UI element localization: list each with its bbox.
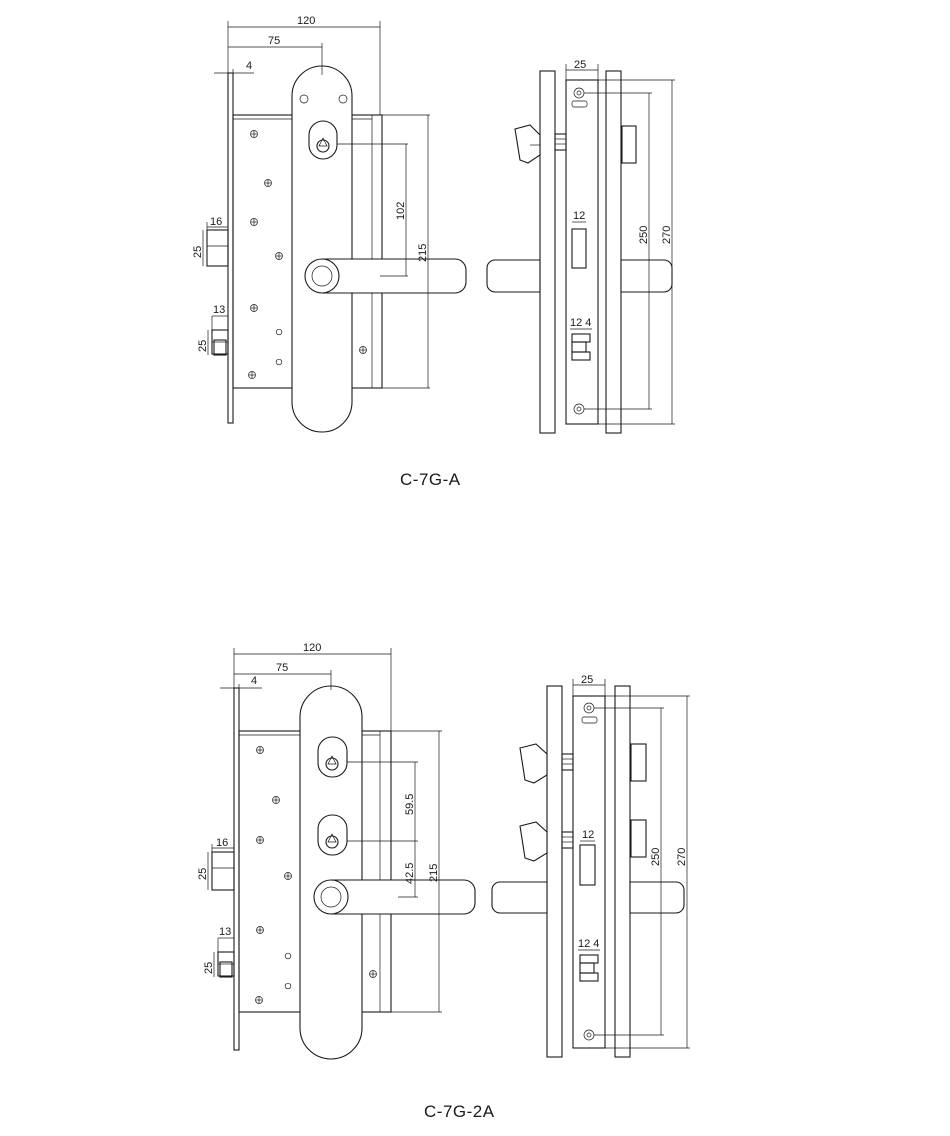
dim-body-height: 215	[428, 864, 440, 882]
inner-plate	[605, 70, 622, 434]
key-cylinder-bottom	[317, 814, 348, 856]
lever-handle	[313, 879, 476, 915]
dim-bolt-width: 13	[219, 926, 231, 938]
dim-width-total: 120	[297, 15, 315, 27]
front-dimensions: 120 75 4 16 25 13 25	[197, 642, 442, 1013]
latch-bolt	[211, 851, 235, 891]
dim-screw-c2c: 250	[650, 848, 662, 866]
dim-plate-height: 270	[661, 226, 673, 244]
latch-bolt	[206, 229, 229, 267]
bolt-side	[579, 954, 599, 982]
dim-latch-height: 25	[192, 246, 204, 258]
dim-side-latch: 12	[573, 210, 585, 222]
front-dimensions: 120 75 4 16 25 13 25 1	[192, 15, 430, 389]
dim-side-depth: 25	[574, 59, 586, 71]
outer-plate	[546, 685, 563, 1058]
escutcheon-plate	[299, 685, 363, 1060]
inner-plate	[614, 685, 631, 1058]
dim-backset: 75	[276, 662, 288, 674]
bolt-side	[571, 333, 591, 361]
dead-bolt	[217, 951, 235, 978]
thumb-turn-bottom	[519, 821, 548, 862]
dim-bolt-height: 25	[197, 340, 209, 352]
dim-faceplate: 4	[251, 675, 257, 687]
outer-plate	[539, 70, 556, 434]
faceplate	[227, 72, 234, 424]
lock-body-side	[565, 79, 599, 425]
thumb-turn-top	[519, 743, 548, 784]
dim-width-total: 120	[303, 642, 321, 654]
dim-plate-height: 270	[676, 848, 688, 866]
dim-screw-c2c: 250	[638, 226, 650, 244]
body-screws	[255, 746, 377, 1004]
dim-latch-height: 25	[197, 868, 209, 880]
dim-side-depth: 25	[581, 674, 593, 686]
lever-side-right	[629, 881, 685, 914]
lever-side-left	[491, 881, 548, 914]
dim-bolt-height: 25	[203, 962, 215, 974]
side-view: 25 12 12 4 250 270	[491, 674, 690, 1058]
dim-c2c-bottom: 42.5	[404, 863, 416, 884]
thumb-turn	[514, 124, 541, 164]
drawing-c-7g-2a: 120 75 4 16 25 13 25	[197, 642, 690, 1060]
dim-side-bolt: 12 4	[570, 317, 591, 329]
dim-side-bolt: 12 4	[578, 938, 599, 950]
lever-side-right	[620, 259, 673, 293]
lock-body-side	[572, 695, 606, 1049]
dim-body-height: 215	[417, 244, 429, 262]
caption-c-7g-2a: C-7G-2A	[424, 1102, 495, 1121]
drawing-c-7g-a: 120 75 4 16 25 13 25 1	[192, 15, 675, 434]
dim-latch-width: 16	[216, 837, 228, 849]
escutcheon-plate	[291, 65, 353, 433]
caption-c-7g-a: C-7G-A	[400, 470, 461, 489]
lever-side-left	[486, 259, 541, 293]
dead-bolt	[211, 329, 229, 356]
dim-side-latch: 12	[582, 829, 594, 841]
side-view: 25 12 12 4 250 270	[486, 59, 675, 434]
front-view: 120 75 4 16 25 13 25	[197, 642, 476, 1060]
dim-backset: 75	[268, 35, 280, 47]
dim-bolt-width: 13	[213, 304, 225, 316]
key-cylinder	[308, 120, 338, 160]
dim-c2c: 102	[395, 202, 407, 220]
body-screws	[248, 130, 367, 379]
dim-latch-width: 16	[210, 216, 222, 228]
faceplate	[233, 687, 240, 1051]
dim-c2c-top: 59.5	[404, 794, 416, 815]
front-view: 120 75 4 16 25 13 25 1	[192, 15, 467, 433]
key-cylinder-top	[317, 736, 348, 778]
dim-faceplate: 4	[246, 60, 252, 72]
